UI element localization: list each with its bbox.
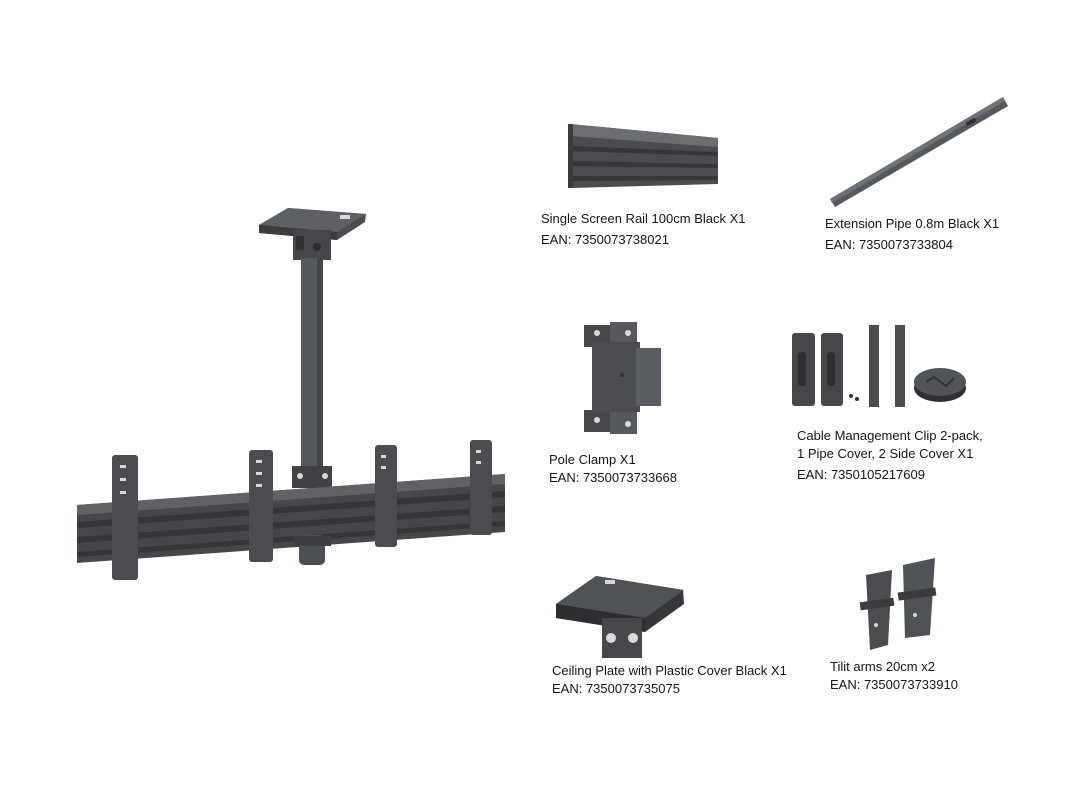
part-ean: EAN: 7350105217609: [797, 467, 925, 482]
part-ean: EAN: 7350073738021: [541, 232, 669, 247]
screen-rail-icon: [568, 124, 718, 188]
part-name-line2: 1 Pipe Cover, 2 Side Cover X1: [797, 446, 974, 461]
extension-pipe-icon: [830, 97, 1008, 207]
part-caption-extension-pipe: Extension Pipe 0.8m Black X1 EAN: 735007…: [825, 215, 999, 254]
cable-clip-icon: [792, 325, 966, 407]
part-caption-cable-clip: Cable Management Clip 2-pack, 1 Pipe Cov…: [797, 427, 983, 484]
part-name: Ceiling Plate with Plastic Cover Black X…: [552, 663, 787, 678]
part-name-line1: Cable Management Clip 2-pack,: [797, 428, 983, 443]
part-name: Extension Pipe 0.8m Black X1: [825, 216, 1000, 231]
pole-clamp-icon: [584, 322, 661, 434]
part-caption-tilt-arms: Tilit arms 20cm x2 EAN: 7350073733910: [830, 658, 958, 694]
part-caption-ceiling-plate: Ceiling Plate with Plastic Cover Black X…: [552, 662, 787, 698]
ceiling-mount-assembly-icon: [77, 208, 505, 580]
part-ean: EAN: 7350073733668: [549, 470, 677, 485]
part-name: Pole Clamp X1: [549, 452, 636, 467]
part-ean: EAN: 7350073735075: [552, 681, 680, 696]
part-name: Single Screen Rail 100cm Black X1: [541, 211, 746, 226]
part-caption-pole-clamp: Pole Clamp X1 EAN: 7350073733668: [549, 451, 677, 487]
part-caption-screen-rail: Single Screen Rail 100cm Black X1 EAN: 7…: [541, 210, 746, 249]
ceiling-plate-icon: [556, 576, 684, 658]
tilt-arm-icon: [859, 558, 937, 650]
part-ean: EAN: 7350073733910: [830, 677, 958, 692]
part-ean: EAN: 7350073733804: [825, 237, 953, 252]
part-name: Tilit arms 20cm x2: [830, 659, 935, 674]
